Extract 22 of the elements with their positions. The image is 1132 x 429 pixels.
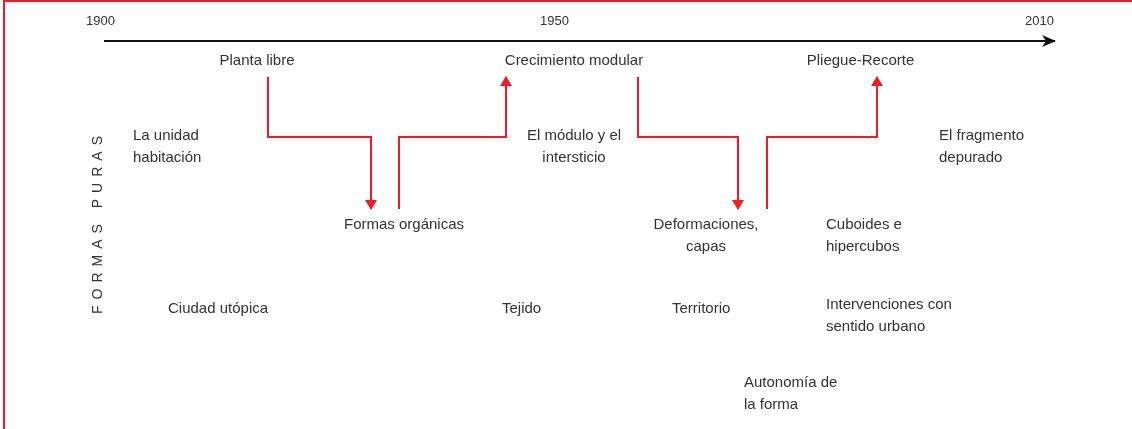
- year-label: 1950: [540, 12, 570, 30]
- arrow: [398, 76, 512, 210]
- stage-label: Deformaciones, capas: [640, 213, 772, 257]
- stage-label: Pliegue-Recorte: [798, 49, 923, 71]
- concept-label: Territorio: [672, 298, 732, 318]
- arrow: [267, 76, 377, 210]
- year-label: 2010: [1025, 12, 1055, 30]
- concept-label: Ciudad utópica: [168, 298, 270, 318]
- concept-label: La unidad habitación: [133, 125, 203, 167]
- concept-label: El módulo y el intersticio: [525, 125, 623, 167]
- stage-label: Formas orgánicas: [334, 213, 474, 235]
- stage-label: Planta libre: [212, 49, 302, 71]
- concept-label: Tejido: [502, 298, 543, 318]
- concept-label: Cuboides e hipercubos: [826, 214, 903, 256]
- arrow: [766, 76, 883, 210]
- concept-label: El fragmento depurado: [939, 125, 1026, 167]
- arrow: [637, 76, 744, 210]
- concept-label: Intervenciones con sentido urbano: [826, 294, 953, 336]
- axis-title: FORMAS PURAS: [88, 130, 106, 314]
- stage-label: Crecimiento modular: [493, 49, 655, 71]
- year-label: 1900: [86, 12, 116, 30]
- concept-label: Autonomía de la forma: [744, 372, 839, 414]
